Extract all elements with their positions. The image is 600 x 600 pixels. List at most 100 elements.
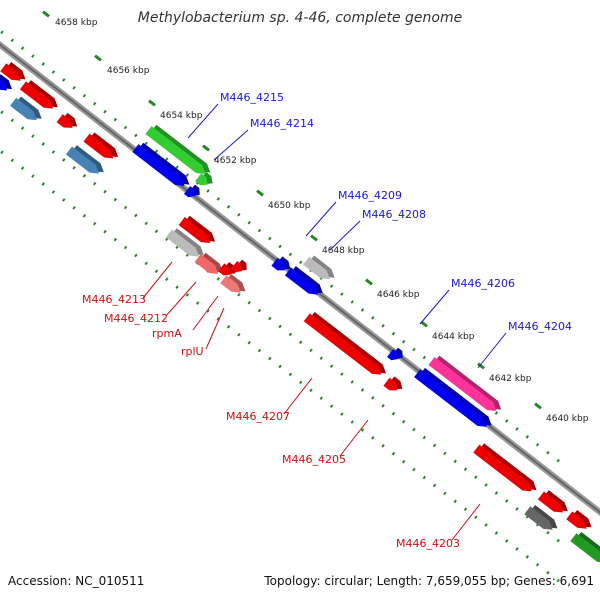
gene-arrow bbox=[56, 112, 78, 128]
gene-arrow bbox=[386, 347, 403, 361]
label-leader-line bbox=[283, 377, 313, 415]
gene-arrow-body bbox=[566, 511, 587, 529]
gene-arrow-m446-4208 bbox=[284, 266, 323, 295]
gene-arrow-m446-4207 bbox=[303, 312, 387, 375]
gene-arrow-rpma bbox=[218, 262, 236, 276]
label-leader-line bbox=[419, 289, 450, 325]
gene-label-m446-4206[interactable]: M446_4206 bbox=[451, 277, 515, 290]
gene-arrow-m446-4215 bbox=[145, 124, 211, 174]
gene-arrow bbox=[271, 256, 291, 271]
gene-arrow-m446-4204 bbox=[414, 367, 492, 427]
gene-label-m446-4209[interactable]: M446_4209 bbox=[338, 189, 402, 202]
accession-text: Accession: NC_010511 bbox=[8, 574, 144, 588]
gene-arrow-m446-4206 bbox=[428, 355, 502, 412]
gene-arrow-body bbox=[10, 97, 37, 121]
map-title: Methylobacterium sp. 4-46, complete geno… bbox=[138, 10, 462, 26]
gene-label-m446-4204[interactable]: M446_4204 bbox=[508, 320, 572, 333]
gene-label-rpma[interactable]: rpmA bbox=[152, 327, 182, 340]
gene-arrow-m446-4203-body bbox=[524, 506, 553, 530]
gene-arrow-m446-4207-body bbox=[303, 313, 382, 375]
gene-arrow bbox=[83, 132, 119, 159]
guide-line bbox=[0, 108, 561, 544]
label-leader-line bbox=[165, 281, 197, 317]
tick-mark bbox=[94, 54, 102, 62]
gene-arrow-m446-4208-body bbox=[284, 267, 319, 295]
gene-label-m446-4214[interactable]: M446_4214 bbox=[250, 117, 314, 130]
tick-label-4650: 4650 kbp bbox=[268, 201, 311, 211]
guide-line bbox=[0, 28, 561, 464]
gene-arrow bbox=[570, 531, 600, 563]
gene-arrow-m446-4203 bbox=[524, 504, 558, 530]
gene-label-m446-4205[interactable]: M446_4205 bbox=[282, 453, 346, 466]
tick-mark bbox=[256, 189, 264, 197]
gene-arrow-rplu bbox=[220, 273, 246, 293]
label-leader-line bbox=[329, 220, 361, 251]
tick-mark bbox=[365, 278, 373, 286]
tick-label-4654: 4654 kbp bbox=[160, 111, 203, 121]
tick-label-4656: 4656 kbp bbox=[107, 66, 150, 76]
tick-label-4644: 4644 kbp bbox=[432, 332, 475, 342]
label-leader-line bbox=[142, 261, 173, 299]
gene-arrow-m446-4213-body bbox=[165, 229, 200, 257]
gene-arrow-m446-4214 bbox=[132, 142, 190, 186]
label-leader-line bbox=[187, 103, 219, 139]
gene-label-m446-4203[interactable]: M446_4203 bbox=[396, 537, 460, 550]
label-leader-line bbox=[305, 201, 337, 237]
gene-arrow-body bbox=[570, 533, 600, 563]
gene-label-m446-4215[interactable]: M446_4215 bbox=[220, 91, 284, 104]
gene-arrow bbox=[178, 215, 216, 243]
guide-line bbox=[0, 148, 561, 584]
forward-gene-labels: M446_4215 M446_4214 M446_4209 M446_4208 … bbox=[220, 91, 572, 333]
gene-label-m446-4212[interactable]: M446_4212 bbox=[104, 312, 168, 325]
tick-mark bbox=[420, 320, 428, 328]
kbp-tick-labels: 4658 kbp 4656 kbp 4654 kbp 4652 kbp 4650… bbox=[55, 18, 589, 424]
gene-arrow-rplu-body bbox=[220, 275, 241, 293]
gene-label-m446-4207[interactable]: M446_4207 bbox=[226, 410, 290, 423]
gene-arrow-m446-4215-body bbox=[145, 126, 206, 174]
tick-mark bbox=[42, 10, 50, 18]
gene-arrow-m446-4212 bbox=[194, 252, 224, 274]
gene-arrow bbox=[195, 172, 213, 186]
gene-arrow-body bbox=[271, 257, 286, 271]
gene-arrow-m446-4205 bbox=[383, 376, 403, 391]
gene-arrow-m446-4204-body bbox=[414, 369, 487, 427]
gene-arrow-body bbox=[473, 444, 532, 492]
tick-mark bbox=[202, 144, 210, 152]
gene-arrow bbox=[65, 145, 104, 174]
tick-label-4658: 4658 kbp bbox=[55, 18, 98, 28]
gene-arrow-body bbox=[537, 491, 564, 513]
gene-arrow bbox=[0, 61, 26, 81]
tick-label-4648: 4648 kbp bbox=[322, 246, 365, 256]
guide-lines bbox=[0, 10, 561, 584]
label-leader-line bbox=[205, 307, 225, 350]
gene-arrow-m446-4213 bbox=[165, 228, 204, 257]
gene-arrow-body bbox=[56, 114, 73, 128]
gene-arrow bbox=[537, 490, 568, 513]
gene-arrow-m446-4214-body bbox=[132, 144, 185, 186]
gene-label-m446-4213[interactable]: M446_4213 bbox=[82, 293, 146, 306]
gene-arrow-m446-4209-body bbox=[303, 256, 330, 280]
tick-label-4640: 4640 kbp bbox=[546, 414, 589, 424]
gene-arrow-m446-4212-body bbox=[194, 254, 219, 274]
gene-arrow-body bbox=[195, 173, 208, 186]
gene-arrow bbox=[19, 80, 58, 109]
label-leader-line bbox=[213, 129, 249, 161]
gene-arrow bbox=[566, 509, 592, 529]
label-leader-line bbox=[339, 419, 369, 457]
gene-arrow-m446-4205-body bbox=[383, 377, 398, 391]
gene-features bbox=[0, 61, 600, 563]
gene-arrow-body bbox=[178, 217, 211, 243]
gene-label-m446-4208[interactable]: M446_4208 bbox=[362, 208, 426, 221]
gene-arrow bbox=[10, 96, 42, 121]
gene-arrow bbox=[473, 443, 537, 492]
gene-arrow-body bbox=[230, 260, 242, 273]
gene-label-rplu[interactable]: rplU bbox=[181, 345, 204, 358]
label-leader-line bbox=[477, 332, 507, 369]
gene-arrow bbox=[230, 259, 247, 273]
tick-label-4646: 4646 kbp bbox=[377, 290, 420, 300]
tick-mark bbox=[310, 234, 318, 242]
gene-arrow-body bbox=[0, 63, 21, 81]
gene-arrow bbox=[183, 184, 200, 198]
